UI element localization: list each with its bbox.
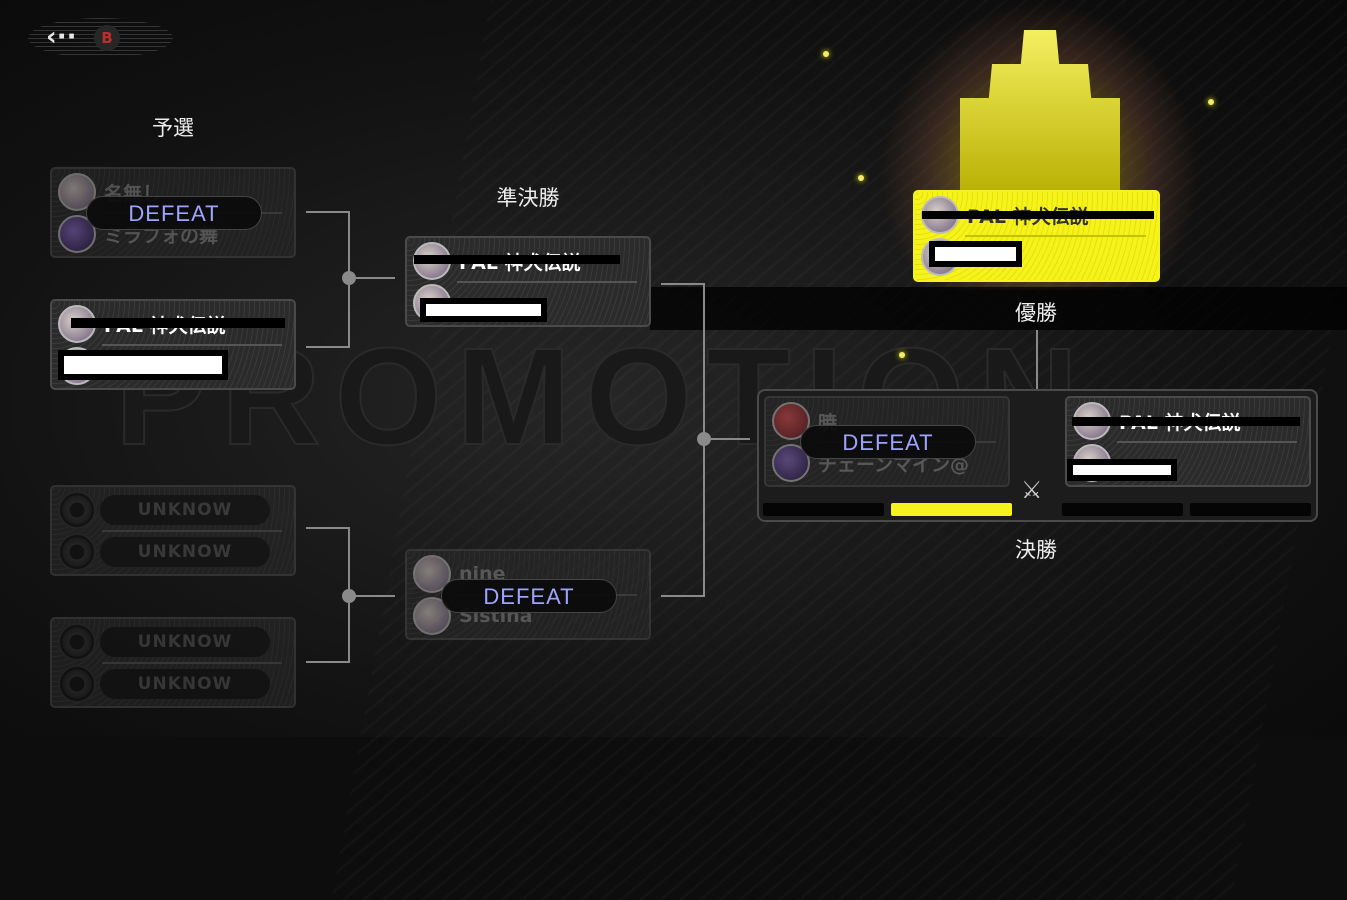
redaction-bar xyxy=(922,211,1154,219)
unknown-avatar xyxy=(58,623,96,661)
divider xyxy=(102,344,282,346)
sparkle xyxy=(823,51,829,57)
progress-segment xyxy=(1190,503,1311,516)
unknown-player: UNKNOW xyxy=(100,537,270,567)
defeat-badge: DEFEAT xyxy=(441,579,617,613)
unknown-player: UNKNOW xyxy=(100,495,270,525)
back-button[interactable]: ‹·· B xyxy=(28,18,173,58)
unknown-avatar xyxy=(58,533,96,571)
sparkle xyxy=(1208,99,1214,105)
progress-segment xyxy=(1062,503,1183,516)
round-label-champion: 優勝 xyxy=(1015,301,1057,325)
redaction-box xyxy=(929,241,1022,267)
sparkle xyxy=(899,352,905,358)
redaction-box xyxy=(1067,459,1177,481)
key-hint-b: B xyxy=(94,25,120,51)
sparkle xyxy=(858,175,864,181)
player-name: ミラフォの舞 xyxy=(104,224,219,247)
round-label-final: 決勝 xyxy=(1015,538,1057,562)
player-avatar xyxy=(58,173,96,211)
champion-band xyxy=(650,287,1347,330)
crossed-swords-icon: ⚔ xyxy=(1021,476,1043,504)
divider xyxy=(965,235,1146,237)
round-label-qualifier: 予選 xyxy=(152,116,194,140)
unknown-avatar xyxy=(58,665,96,703)
match-card-qualifier-4[interactable]: UNKNOW UNKNOW xyxy=(50,617,296,708)
divider xyxy=(102,530,282,532)
round-label-semifinal: 準決勝 xyxy=(496,186,560,210)
player-name: チェーンマイン@ xyxy=(818,453,970,476)
unknown-player: UNKNOW xyxy=(100,669,270,699)
progress-segment xyxy=(763,503,884,516)
redaction-bar xyxy=(414,255,620,264)
unknown-avatar xyxy=(58,491,96,529)
divider xyxy=(457,281,637,283)
progress-segment-active xyxy=(891,503,1012,516)
redaction-bar xyxy=(1072,417,1300,426)
divider xyxy=(102,662,282,664)
redaction-box xyxy=(58,350,228,380)
defeat-badge: DEFEAT xyxy=(86,196,262,230)
player-avatar xyxy=(413,597,451,635)
back-arrow-icon: ‹·· xyxy=(46,22,77,52)
redaction-bar xyxy=(71,318,285,328)
unknown-player: UNKNOW xyxy=(100,627,270,657)
redaction-box xyxy=(420,298,547,322)
divider xyxy=(1117,441,1297,443)
defeat-badge: DEFEAT xyxy=(800,425,976,459)
match-card-qualifier-3[interactable]: UNKNOW UNKNOW xyxy=(50,485,296,576)
champion-card[interactable]: PAL 神犬伝説 xyxy=(913,190,1160,282)
